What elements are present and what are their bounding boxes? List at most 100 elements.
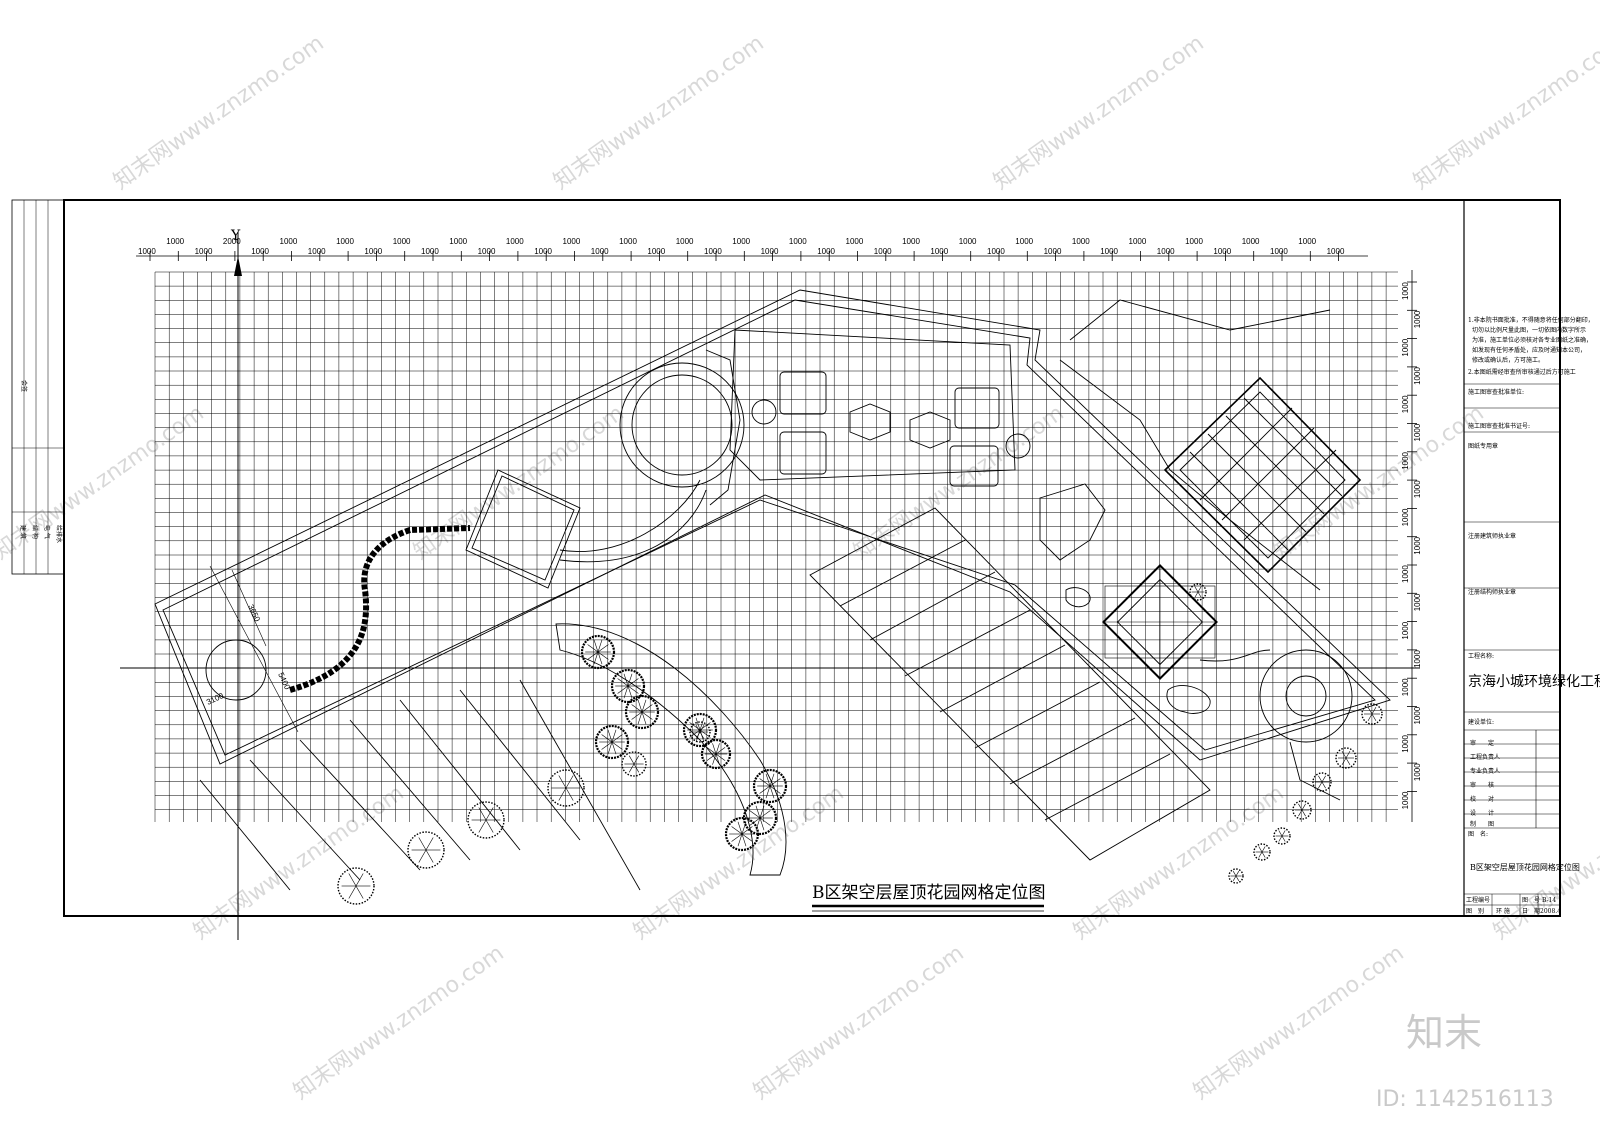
tree-icon — [1335, 747, 1357, 769]
note-line-4: 如发现有任何矛盾处，应及时通知本公司， — [1472, 346, 1586, 354]
tree-icon — [1292, 800, 1312, 820]
top-dimension-label: 1000 — [166, 237, 184, 246]
top-dimension-label: 1000 — [647, 247, 665, 256]
note-line-3: 为准，施工单位必须核对各专业图纸之准确， — [1472, 336, 1592, 344]
top-dimension-label: 1000 — [1015, 237, 1033, 246]
tree-icon — [621, 751, 647, 777]
left-round-planter — [205, 639, 267, 701]
watermark-text: 知末网www.znzmo.com — [629, 781, 849, 945]
date-label: 日 期 — [1522, 907, 1540, 915]
right-dimension-label: 1000 — [1413, 367, 1422, 385]
signoff-structure: 结 构 — [31, 525, 39, 539]
right-dimension-label: 1000 — [1401, 338, 1410, 356]
right-dimension-label: 1000 — [1401, 791, 1410, 809]
top-dimension-label: 1000 — [251, 247, 269, 256]
right-dimension-label: 1000 — [1413, 536, 1422, 554]
top-dimension-label: 1000 — [195, 247, 213, 256]
tree-icon — [1189, 583, 1207, 601]
right-dimension-label: 1000 — [1401, 678, 1410, 696]
top-dimension-label: 1000 — [1185, 237, 1203, 246]
project-no-label: 工程编号 — [1466, 896, 1490, 904]
signoff-electrical: 电 气 — [43, 525, 51, 539]
top-dimension-label: 1000 — [478, 247, 496, 256]
tree-icon — [1253, 843, 1271, 861]
tree-icon — [1312, 772, 1332, 792]
top-dimension-label: 1000 — [761, 247, 779, 256]
pergola-square — [465, 469, 581, 589]
garden-plan — [154, 289, 1391, 891]
watermark-text: 知末网www.znzmo.com — [549, 31, 769, 195]
watermark-text: 知末网www.znzmo.com — [1189, 941, 1409, 1105]
note-line-2: 切勿以比例尺量此图，一切依图内数字所示 — [1472, 326, 1586, 334]
right-dimension-label: 1000 — [1413, 650, 1422, 668]
dimension-3100: 3100 — [205, 691, 225, 707]
watermark-text: 知末网www.znzmo.com — [289, 941, 509, 1105]
top-dimension-label: 1000 — [449, 237, 467, 246]
hip-roof-pavilion — [1102, 564, 1218, 680]
signoff-project-lead: 工程负责人 — [1470, 753, 1500, 761]
right-dimension-label: 1000 — [1401, 734, 1410, 752]
hatched-pergola — [1163, 376, 1362, 574]
top-dimension-label: 1000 — [563, 237, 581, 246]
drawing-seal-label: 图纸专用章 — [1468, 442, 1498, 450]
top-dimension-label: 1000 — [874, 247, 892, 256]
tree-icon — [580, 634, 616, 670]
signoff-plumbing: 给排水 — [55, 525, 63, 543]
tree-icon — [407, 831, 445, 869]
top-dimension-label: 1000 — [1044, 247, 1062, 256]
top-dimension-label: 1000 — [619, 237, 637, 246]
top-dimension-label: 1000 — [1157, 247, 1175, 256]
structural-seal-label: 注册结构师执业章 — [1468, 588, 1516, 596]
right-dimension-label: 1000 — [1401, 395, 1410, 413]
top-dimension-label: 1000 — [280, 237, 298, 246]
top-dimension-label: 1000 — [1327, 247, 1345, 256]
top-dimension-label: 1000 — [393, 237, 411, 246]
top-dimension-label: 1000 — [902, 237, 920, 246]
tree-icon — [724, 816, 760, 852]
signoff-check: 校 对 — [1470, 795, 1494, 803]
drawing-name-label: 图 名: — [1468, 830, 1488, 838]
tree-icon — [742, 800, 778, 836]
client-label: 建设单位: — [1468, 718, 1494, 726]
signoff-review: 审 核 — [1470, 781, 1494, 789]
y-axis-label: Y — [230, 228, 241, 244]
watermark-text: 知末网www.znzmo.com — [109, 31, 329, 195]
tree-icon — [700, 738, 732, 770]
tree-icon — [624, 694, 660, 730]
right-dimension-label: 1000 — [1413, 423, 1422, 441]
round-plaza — [619, 362, 745, 488]
top-dimension-label: 1000 — [591, 247, 609, 256]
right-dimension-label: 1000 — [1401, 565, 1410, 583]
right-dimension-label: 1000 — [1413, 310, 1422, 328]
right-dimension-label: 1000 — [1401, 451, 1410, 469]
top-dimension-label: 1000 — [930, 247, 948, 256]
note-line-5: 修改或确认后，方可施工。 — [1472, 356, 1544, 364]
top-dimension-label: 1000 — [789, 237, 807, 246]
note-line-6: 2.本图纸需经审查所审核通过后方可施工 — [1468, 368, 1576, 376]
top-dimension-label: 1000 — [959, 237, 977, 246]
tree-icon — [594, 724, 630, 760]
date: 2008.4 — [1540, 908, 1561, 915]
central-seating-area — [729, 329, 1016, 481]
tree-icon — [1361, 703, 1383, 725]
top-dimension-label: 1000 — [506, 237, 524, 246]
top-dimension-label: 1000 — [846, 237, 864, 246]
right-dimension-label: 1000 — [1413, 480, 1422, 498]
top-dimension-label: 1000 — [1298, 237, 1316, 246]
right-dimension-label: 1000 — [1413, 763, 1422, 781]
right-dimension-label: 1000 — [1401, 508, 1410, 526]
watermark-text: 知末网www.znzmo.com — [1409, 31, 1600, 195]
top-dimension-label: 1000 — [676, 237, 694, 246]
signoff-approve: 审 定 — [1470, 739, 1494, 747]
signoff-design: 设 计 — [1470, 809, 1494, 817]
site-boundary — [154, 289, 1391, 765]
title-block: 1.非本院书面批准，不得随意将任何部分翻印， 切勿以比例尺量此图，一切依图内数字… — [1463, 200, 1600, 916]
drawing-no-label: 图 号 — [1522, 897, 1540, 904]
right-dimension-label: 1000 — [1401, 621, 1410, 639]
top-dimension-label: 1000 — [364, 247, 382, 256]
tree-icon — [752, 768, 788, 804]
tree-symbols — [337, 583, 1383, 905]
drawing-frame — [63, 199, 1561, 917]
right-dimension-label: 1000 — [1413, 593, 1422, 611]
right-dimension-label: 1000 — [1413, 706, 1422, 724]
